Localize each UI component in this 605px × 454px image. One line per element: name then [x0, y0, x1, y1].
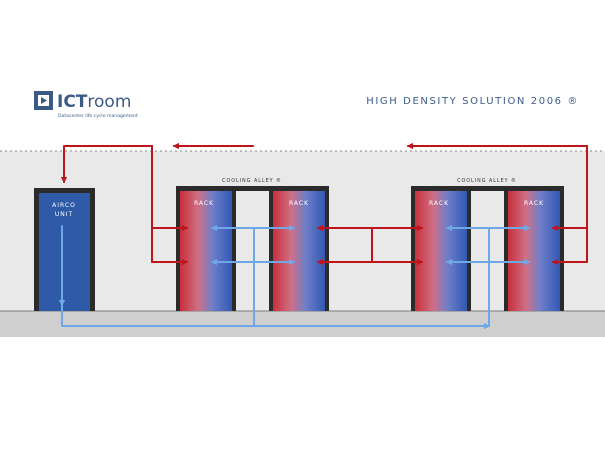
- rack-4: [508, 191, 560, 311]
- ictroom-logo: ICTroom Datacenter life cycle management: [34, 91, 138, 119]
- hot-flow-return-airco: [60, 145, 153, 184]
- rack-2: [273, 191, 325, 311]
- brand-name-light: room: [87, 92, 131, 112]
- brand-tagline: Datacenter life cycle management: [58, 113, 138, 119]
- diagram-title: HIGH DENSITY SOLUTION 2006 ®: [366, 96, 579, 107]
- cooling-alley-1: COOLING ALLEY ® RACK RACK: [176, 177, 329, 311]
- hot-airflow: [60, 142, 588, 266]
- cold-airflow: [58, 224, 531, 330]
- cold-flow-floor-alley1: [61, 227, 255, 327]
- airco-label-line1: AIRCO: [52, 202, 76, 209]
- cooling-alley-label: COOLING ALLEY ®: [222, 177, 282, 184]
- rack-label: RACK: [524, 200, 544, 207]
- rack-3: [415, 191, 467, 311]
- cooling-alley-2: COOLING ALLEY ® RACK RACK: [411, 177, 564, 311]
- raised-floor: [0, 311, 605, 337]
- rack-label: RACK: [289, 200, 309, 207]
- rack-label: RACK: [194, 200, 214, 207]
- airco-label-line2: UNIT: [55, 211, 73, 218]
- airco-unit: AIRCO UNIT: [34, 188, 95, 311]
- rack-1: [180, 191, 232, 311]
- brand-name: ICTroom: [57, 92, 131, 112]
- rack-label: RACK: [429, 200, 449, 207]
- brand-name-bold: ICT: [57, 92, 88, 112]
- cooling-alley-label: COOLING ALLEY ®: [457, 177, 517, 184]
